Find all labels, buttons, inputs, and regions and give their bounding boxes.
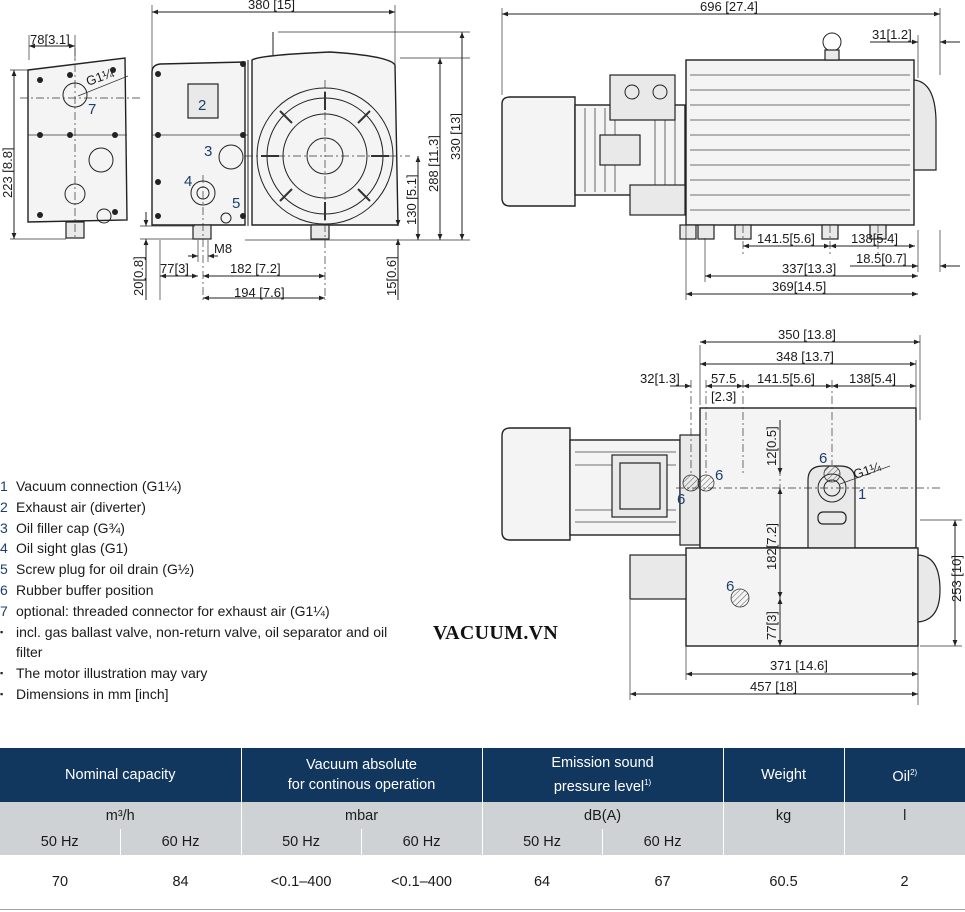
bullet-icon: ▪ — [0, 688, 4, 699]
value-cell: 70 — [0, 855, 120, 910]
legend-note: ▪incl. gas ballast valve, non-return val… — [0, 622, 400, 664]
dim-457: 457 [18] — [750, 679, 797, 694]
unit-sound: dB(A) — [481, 802, 724, 829]
top-view: 350 [13.8] 348 [13.7] 32[1.3] 57.5 [2.3]… — [501, 327, 964, 705]
dim-369: 369[14.5] — [772, 279, 826, 294]
tag-6-c: 6 — [819, 450, 827, 467]
tag-3: 3 — [204, 143, 212, 160]
dim-138-top: 138[5.4] — [849, 371, 896, 386]
dim-20: 20[0.8] — [131, 256, 146, 296]
value-cell: 67 — [602, 855, 724, 910]
tag-7: 7 — [88, 101, 96, 118]
bullet-icon: ▪ — [0, 668, 4, 679]
unit-capacity: m³/h — [0, 802, 242, 829]
table-frequency-row: 50 Hz 60 Hz 50 Hz 60 Hz 50 Hz 60 Hz — [0, 829, 965, 855]
dim-696: 696 [27.4] — [700, 0, 758, 14]
dim-141-side: 141.5[5.6] — [757, 231, 815, 246]
dim-182: 182 [7.2] — [230, 261, 281, 276]
dim-141-top: 141.5[5.6] — [757, 371, 815, 386]
legend-note: ▪Dimensions in mm [inch] — [0, 684, 400, 705]
table-row: 70 84 <0.1–400 <0.1–400 64 67 60.5 2 — [0, 855, 965, 910]
dim-350: 350 [13.8] — [778, 327, 836, 342]
dim-12: 12[0.5] — [764, 426, 779, 466]
dim-57-inch: [2.3] — [711, 389, 736, 404]
dim-348: 348 [13.7] — [776, 349, 834, 364]
value-cell: <0.1–400 — [361, 855, 483, 910]
dim-138-side: 138[5.4] — [851, 231, 898, 246]
freq-cell — [722, 829, 845, 855]
watermark: VACUUM.VN — [433, 622, 559, 644]
tag-5: 5 — [232, 195, 240, 212]
legend-note: ▪The motor illustration may vary — [0, 663, 400, 684]
dim-288: 288 [11.3] — [426, 135, 441, 192]
side-view: 696 [27.4] 31[1.2] 141.5[5.6] 138[5.4] 1… — [501, 0, 960, 300]
value-cell: 64 — [482, 855, 603, 910]
dim-380: 380 [15] — [248, 0, 295, 12]
dim-182-top: 182[7.2] — [764, 523, 779, 570]
freq-cell: 50 Hz — [0, 829, 120, 855]
unit-vacuum: mbar — [240, 802, 483, 829]
tag-6-a: 6 — [677, 491, 685, 508]
dim-78: 78[3.1] — [30, 32, 70, 47]
unit-oil: l — [843, 802, 965, 829]
value-cell: 84 — [120, 855, 242, 910]
dim-330: 330 [13] — [448, 113, 463, 160]
unit-weight: kg — [722, 802, 845, 829]
dim-223: 223 [8.8] — [0, 147, 15, 198]
value-cell: 2 — [844, 855, 965, 910]
technical-drawing: 78[3.1] 223 [8.8] G1¼ 7 2 3 4 5 — [0, 0, 964, 705]
value-cell: <0.1–400 — [241, 855, 362, 910]
header-weight: Weight — [722, 748, 845, 802]
thread-m8: M8 — [214, 241, 232, 256]
freq-cell: 50 Hz — [481, 829, 603, 855]
tag-2: 2 — [198, 97, 206, 114]
freq-cell — [843, 829, 965, 855]
dim-32: 32[1.3] — [640, 371, 680, 386]
tag-6-d: 6 — [726, 578, 734, 595]
tag-1: 1 — [858, 486, 866, 503]
dim-337: 337[13.3] — [782, 261, 836, 276]
dim-194: 194 [7.6] — [234, 285, 285, 300]
header-oil: Oil2) — [843, 748, 965, 802]
dim-371: 371 [14.6] — [770, 658, 828, 673]
freq-cell: 60 Hz — [119, 829, 242, 855]
left-side-view: 78[3.1] 223 [8.8] G1¼ 7 — [0, 32, 140, 240]
value-cell: 60.5 — [723, 855, 845, 910]
freq-cell: 60 Hz — [360, 829, 483, 855]
header-capacity: Nominal capacity — [0, 748, 242, 802]
dim-31: 31[1.2] — [872, 27, 912, 42]
dim-77: 77[3] — [160, 261, 189, 276]
freq-cell: 50 Hz — [240, 829, 362, 855]
tag-4: 4 — [184, 173, 192, 190]
dim-18: 18.5[0.7] — [856, 251, 907, 266]
dim-130: 130 [5.1] — [404, 174, 419, 225]
freq-cell: 60 Hz — [601, 829, 724, 855]
dim-77-top: 77[3] — [764, 611, 779, 640]
dim-253: 253 [10] — [949, 555, 964, 602]
front-view: 2 3 4 5 380 [15] — [131, 0, 470, 301]
table-unit-row: m³/h mbar dB(A) kg l — [0, 802, 965, 829]
dim-15: 15[0.6] — [384, 256, 399, 296]
bullet-icon: ▪ — [0, 626, 4, 637]
tag-6-b: 6 — [715, 467, 723, 484]
dim-57: 57.5 — [711, 371, 736, 386]
